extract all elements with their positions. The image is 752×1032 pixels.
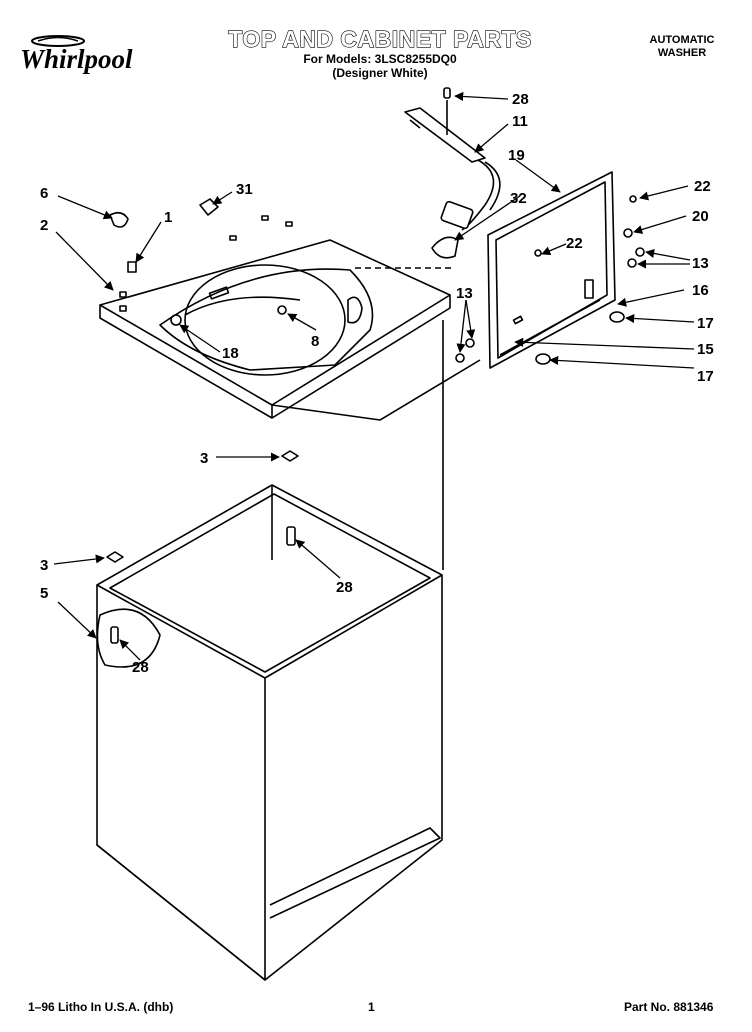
callout-31: 31 — [236, 181, 253, 198]
callout-28b: 28 — [336, 579, 353, 596]
callout-17a: 17 — [697, 315, 714, 332]
hinge-screw-20 — [623, 228, 633, 238]
callout-3b: 3 — [40, 557, 48, 574]
hinge-part-13-c — [455, 353, 465, 363]
washer-top-panel — [99, 215, 451, 419]
callout-22a: 22 — [694, 178, 711, 195]
leader-lines — [53, 91, 695, 661]
callout-20: 20 — [692, 208, 709, 225]
lid-bumper-22b — [534, 249, 542, 257]
callout-17b: 17 — [697, 368, 714, 385]
lid-bumper-22 — [629, 195, 637, 203]
hinge-part-13-d — [465, 338, 475, 348]
footer-print-info: 1–96 Litho In U.S.A. (dhb) — [28, 1000, 174, 1014]
models-line: For Models: 3LSC8255DQ0 — [303, 52, 457, 66]
callout-2: 2 — [40, 217, 48, 234]
washer-lid — [487, 171, 616, 369]
lid-switch-harness — [404, 100, 501, 231]
footer-page-number: 1 — [368, 1000, 375, 1014]
screw-28b — [286, 526, 296, 546]
callout-28c: 28 — [132, 659, 149, 676]
clip-31 — [199, 198, 219, 216]
product-label-washer: WASHER — [657, 47, 707, 59]
callout-28a: 28 — [512, 91, 529, 108]
page-title: TOP AND CABINET PARTS — [228, 25, 532, 52]
hinge-bushing-17a — [609, 311, 625, 323]
clip-1 — [127, 261, 137, 273]
callout-6: 6 — [40, 185, 48, 202]
hinge-part-13-b — [627, 258, 637, 268]
whirlpool-logo-text: Whirlpool — [20, 44, 133, 74]
callout-1: 1 — [164, 209, 172, 226]
callout-13a: 13 — [692, 255, 709, 272]
callout-5: 5 — [40, 585, 48, 602]
screw-28a — [443, 87, 451, 99]
callout-15: 15 — [697, 341, 714, 358]
callout-11: 11 — [512, 113, 528, 130]
screw-8 — [277, 305, 287, 315]
screw-28c — [110, 626, 119, 644]
callout-8: 8 — [311, 333, 319, 350]
corner-clip-3b — [106, 551, 124, 563]
callout-22b: 22 — [566, 235, 583, 252]
callout-19: 19 — [508, 147, 525, 164]
clip-6 — [109, 211, 129, 228]
footer-part-number: Part No. 881346 — [624, 1000, 714, 1014]
callout-13b: 13 — [456, 285, 473, 302]
callout-18: 18 — [222, 345, 239, 362]
hinge-part-13-a — [635, 247, 645, 257]
callout-16: 16 — [692, 282, 709, 299]
lid-switch-actuator — [431, 236, 459, 259]
washer-cabinet — [96, 484, 443, 981]
callout-numbers: 28 11 19 22 6 31 32 20 1 2 22 13 16 13 1… — [40, 91, 714, 676]
whirlpool-logo: Whirlpool — [18, 32, 153, 76]
callout-3a: 3 — [200, 450, 208, 467]
callout-32: 32 — [510, 190, 527, 207]
hinge-bushing-17b — [535, 353, 551, 365]
corner-clip-3a — [281, 450, 299, 462]
product-label-automatic: AUTOMATIC — [649, 34, 715, 46]
color-line: (Designer White) — [332, 66, 428, 80]
